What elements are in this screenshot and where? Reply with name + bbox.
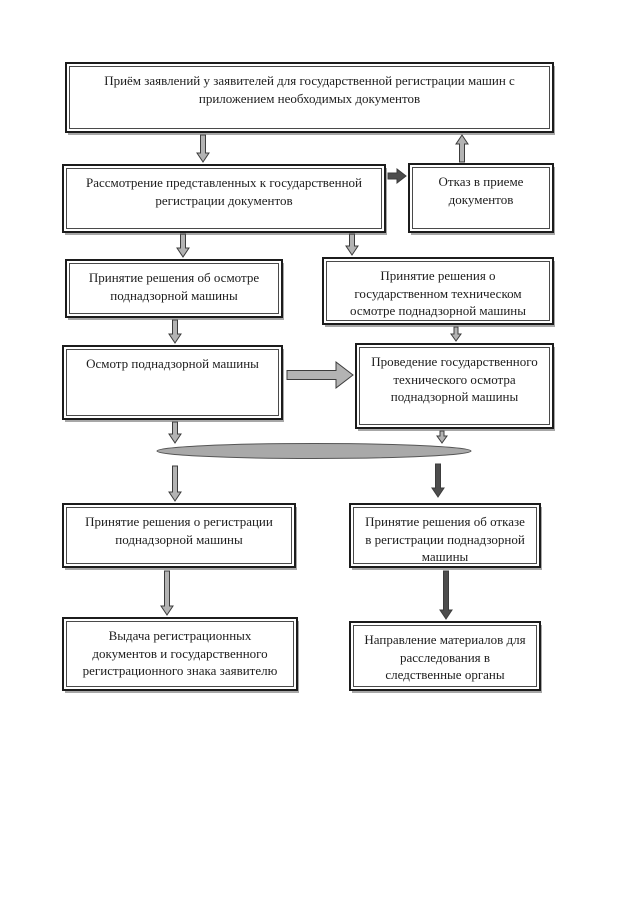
connector-intake-to-review-arrow — [196, 134, 210, 163]
node-decision-inspection-label: Принятие решения об осмотре поднадзорной… — [88, 270, 260, 303]
node-send-materials-label: Направление материалов для расследования… — [364, 632, 526, 683]
node-tech-inspection-label: Проведение государственного технического… — [371, 354, 538, 405]
junction-ellipse — [156, 443, 472, 459]
connector-junction-to-decision-refuse-arrow — [431, 463, 445, 498]
node-inspection: Осмотр поднадзорной машины — [62, 345, 283, 420]
connector-decision-tech-to-tech-inspection-arrow — [450, 326, 462, 342]
connector-review-to-decision-inspection-arrow — [176, 233, 190, 258]
node-review-label: Рассмотрение представленных к государств… — [85, 175, 363, 208]
node-inspection-label: Осмотр поднадзорной машины — [86, 356, 259, 371]
connector-review-to-refusal-arrow — [387, 167, 407, 185]
connector-refusal-to-intake-arrow — [455, 134, 469, 163]
node-refusal: Отказ в приеме документов — [408, 163, 554, 233]
connector-decision-inspection-to-inspection-arrow — [168, 319, 182, 344]
node-decision-register: Принятие решения о регистрации поднадзор… — [62, 503, 296, 568]
node-refusal-label: Отказ в приеме документов — [438, 174, 524, 207]
node-tech-inspection: Проведение государственного технического… — [355, 343, 554, 429]
connector-tech-inspection-to-junction-arrow — [436, 430, 448, 444]
connector-inspection-to-junction-arrow — [168, 421, 182, 444]
node-issue-documents: Выдача регистрационных документов и госу… — [62, 617, 298, 691]
node-decision-inspection: Принятие решения об осмотре поднадзорной… — [65, 259, 283, 318]
node-issue-documents-label: Выдача регистрационных документов и госу… — [82, 628, 278, 679]
connector-inspection-to-tech-inspection-arrow — [286, 360, 354, 390]
node-decision-tech-label: Принятие решения о государственном техни… — [350, 268, 526, 319]
node-send-materials: Направление материалов для расследования… — [349, 621, 541, 691]
node-decision-refuse-label: Принятие решения об отказе в регистрации… — [365, 514, 525, 565]
node-decision-register-label: Принятие решения о регистрации поднадзор… — [85, 514, 273, 547]
node-intake: Приём заявлений у заявителей для государ… — [65, 62, 554, 133]
node-intake-label: Приём заявлений у заявителей для государ… — [104, 73, 515, 106]
connector-review-to-decision-tech-arrow — [345, 233, 359, 256]
connector-decision-register-to-issue-arrow — [160, 570, 174, 616]
connector-junction-to-decision-register-arrow — [168, 465, 182, 502]
connector-decision-refuse-to-send-arrow — [439, 570, 453, 620]
node-review: Рассмотрение представленных к государств… — [62, 164, 386, 233]
node-decision-refuse: Принятие решения об отказе в регистрации… — [349, 503, 541, 568]
node-decision-tech: Принятие решения о государственном техни… — [322, 257, 554, 325]
